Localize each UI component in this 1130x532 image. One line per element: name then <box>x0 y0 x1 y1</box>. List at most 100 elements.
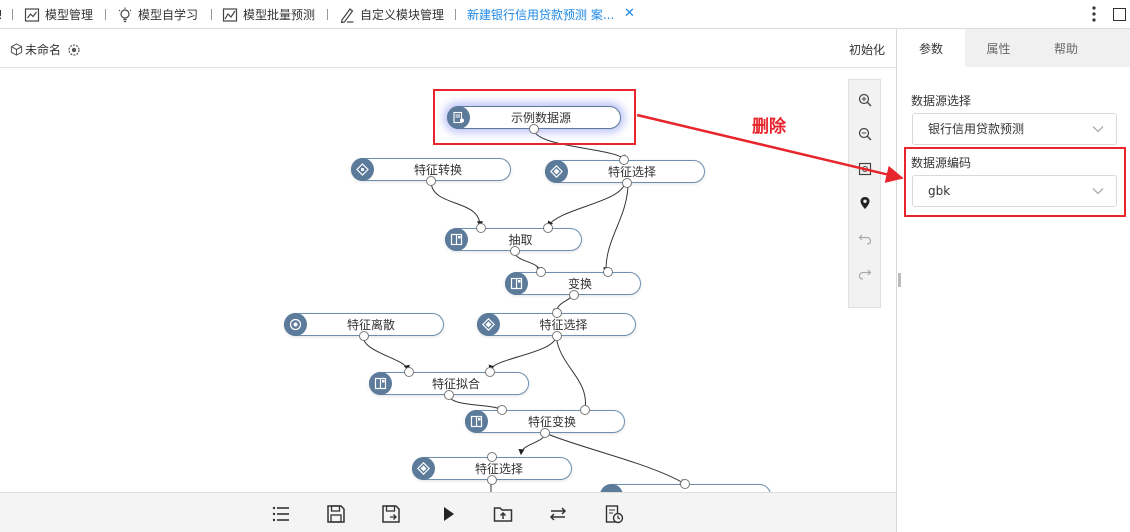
collapse-handle[interactable] <box>898 273 901 287</box>
tab-label: 自定义模块管理 <box>360 8 445 22</box>
output-port[interactable] <box>444 390 454 400</box>
output-port[interactable] <box>510 246 520 256</box>
run-icon[interactable] <box>438 504 458 524</box>
doc-title[interactable]: 未命名 <box>10 41 83 58</box>
input-port[interactable] <box>680 479 690 489</box>
input-port[interactable] <box>485 367 495 377</box>
initialize-button[interactable]: 初始化 <box>849 43 886 57</box>
zoom-in-icon[interactable] <box>857 92 873 108</box>
node-label: 变换 <box>567 277 592 291</box>
output-port[interactable] <box>529 124 539 134</box>
output-port[interactable] <box>552 331 562 341</box>
node-feature-select[interactable]: 特征选择 <box>545 155 705 188</box>
output-port[interactable] <box>359 331 369 341</box>
node-label: 特征选择 <box>539 318 588 332</box>
node-partial[interactable] <box>600 479 771 492</box>
workflow-canvas[interactable]: 示例数据源 特征转换 特征选择 抽取 变换 特征离散 特征选择 <box>0 68 896 492</box>
node-sample-datasource[interactable]: 示例数据源 <box>447 106 621 134</box>
tab-model-self-learn[interactable]: 模型自学习 <box>117 0 198 29</box>
select-icon <box>412 457 435 480</box>
save-icon[interactable] <box>326 504 346 524</box>
encoding-highlight-box <box>904 147 1126 217</box>
tab-new-bank-credit[interactable]: 新建银行信用贷款预测 案... <box>467 0 614 29</box>
node-feature-change[interactable]: 特征变换 <box>465 405 625 438</box>
area-chart-icon <box>222 7 238 22</box>
feature-icon <box>284 313 307 336</box>
properties-panel: » 参数 属性 帮助 数据源选择 银行信用贷款预测 数据源编码 gbk <box>897 29 1130 532</box>
settings-icon[interactable] <box>67 43 81 57</box>
node-feature-fit[interactable]: 特征拟合 <box>369 367 529 400</box>
more-vertical-icon[interactable] <box>1088 4 1100 24</box>
tab-attributes[interactable]: 属性 <box>986 42 1011 56</box>
link <box>430 180 483 228</box>
node-label: 抽取 <box>508 233 533 247</box>
node-feature-select-2[interactable]: 特征选择 <box>477 308 636 341</box>
input-port[interactable] <box>603 267 613 277</box>
link <box>555 335 589 413</box>
input-port[interactable] <box>552 308 562 318</box>
highlight-box <box>433 89 636 145</box>
switch-icon[interactable] <box>548 504 568 524</box>
zoom-out-icon[interactable] <box>857 126 873 142</box>
line-chart-icon <box>24 7 40 22</box>
doc-title-text: 未命名 <box>25 43 62 57</box>
module-icon <box>369 372 392 395</box>
locate-icon[interactable] <box>857 195 873 211</box>
delete-annotation: 删除 <box>752 117 786 137</box>
tab-label: 模型管理 <box>45 8 94 22</box>
module-icon <box>445 228 468 251</box>
link <box>448 394 504 413</box>
edit-doc-icon <box>340 7 354 23</box>
tab-params[interactable]: 参数 <box>897 29 965 67</box>
output-port[interactable] <box>540 428 550 438</box>
link <box>362 335 410 372</box>
node-label: 特征拟合 <box>431 377 480 391</box>
node-feature-select-3[interactable]: 特征选择 <box>412 452 572 485</box>
input-port[interactable] <box>580 405 590 415</box>
node-extract[interactable]: 抽取 <box>445 223 582 256</box>
input-port[interactable] <box>404 367 414 377</box>
output-port[interactable] <box>487 475 497 485</box>
tab-bar: ! 模型管理 模型自学习 模型批量预测 自定义模块管理 新建银行信用贷款预测 案… <box>0 0 1130 29</box>
canvas-toolbar <box>848 79 881 308</box>
cube-icon <box>10 43 23 56</box>
tab-custom-module[interactable]: 自定义模块管理 <box>339 0 444 29</box>
input-port[interactable] <box>536 267 546 277</box>
input-port[interactable] <box>497 405 507 415</box>
tab-model-manage[interactable]: 模型管理 <box>24 0 93 29</box>
input-port[interactable] <box>543 223 553 233</box>
node-feature-transform[interactable]: 特征转换 <box>351 158 511 186</box>
fit-view-icon[interactable] <box>857 161 873 177</box>
output-port[interactable] <box>569 290 579 300</box>
redo-icon[interactable] <box>857 266 873 282</box>
tab-close-icon[interactable]: ✕ <box>624 6 635 21</box>
output-port[interactable] <box>426 176 436 186</box>
link <box>547 182 626 227</box>
tab-separator <box>12 9 13 20</box>
tab-batch-predict[interactable]: 模型批量预测 <box>222 0 315 29</box>
node-feature-discrete[interactable]: 特征离散 <box>284 313 444 341</box>
datasource-select[interactable]: 银行信用贷款预测 <box>912 113 1117 145</box>
tab-label: 模型批量预测 <box>243 8 316 22</box>
schedule-icon[interactable] <box>604 504 624 524</box>
node-transform[interactable]: 变换 <box>505 267 641 300</box>
tab-separator <box>327 9 328 20</box>
datasource-select-value: 银行信用贷款预测 <box>928 122 1025 136</box>
undo-icon[interactable] <box>857 231 873 247</box>
output-port[interactable] <box>622 178 632 188</box>
tab-help[interactable]: 帮助 <box>1053 42 1078 56</box>
maximize-icon[interactable] <box>1113 8 1126 21</box>
encoding-select[interactable]: gbk <box>912 175 1117 207</box>
chevron-down-icon <box>1092 126 1104 133</box>
input-port[interactable] <box>619 155 629 165</box>
export-folder-icon[interactable] <box>493 504 513 524</box>
save-as-icon[interactable] <box>381 504 401 524</box>
list-icon[interactable] <box>271 504 291 524</box>
input-port[interactable] <box>487 452 497 462</box>
select-icon <box>477 313 500 336</box>
node-label: 特征选择 <box>474 462 523 476</box>
tab-partial[interactable]: ! <box>0 0 3 29</box>
link <box>488 335 557 372</box>
bottom-toolbar <box>0 492 896 532</box>
input-port[interactable] <box>476 223 486 233</box>
